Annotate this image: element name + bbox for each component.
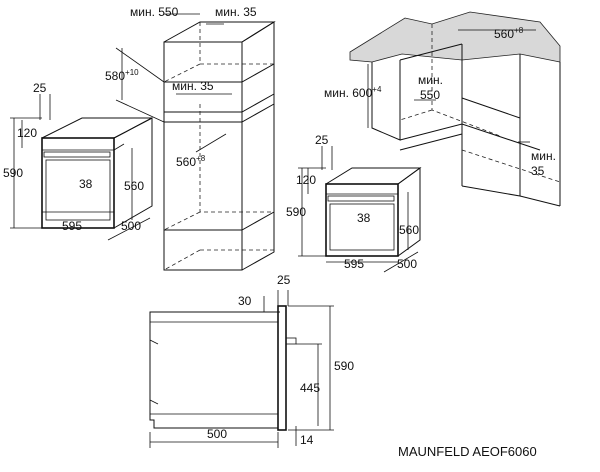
- side-view-dim-depth: 500: [207, 427, 227, 441]
- side-view-dim-top: 30: [238, 294, 252, 308]
- side-view-drawing: [149, 305, 297, 431]
- model-label: MAUNFELD AEOF6060: [398, 444, 537, 459]
- left-oven-dimensions: [10, 94, 151, 241]
- side-view-dim-bottom: 14: [300, 433, 314, 447]
- tall-cabinet-dim-niche-height: 580+10: [105, 68, 139, 83]
- counter-dim-niche-height: мин. 600+4: [324, 85, 382, 100]
- side-view-dim-front: 25: [277, 273, 291, 287]
- counter-cabinet-drawing: [349, 11, 561, 207]
- counter-dim-depth-line2: 550: [420, 88, 440, 102]
- left-oven-dim-height: 590: [3, 166, 23, 180]
- right-oven-drawing: [325, 167, 422, 257]
- right-oven-dim-inner-height: 560: [399, 223, 419, 237]
- left-oven-dim-handle: 38: [79, 177, 93, 191]
- counter-cabinet-dimensions: [367, 29, 536, 143]
- left-oven-dim-depth: 500: [121, 219, 141, 233]
- right-oven-dim-width: 595: [344, 257, 364, 271]
- right-oven-dim-handle: 38: [357, 211, 371, 225]
- right-oven-dim-depth: 500: [397, 257, 417, 271]
- left-oven-dim-top-offset: 25: [33, 81, 47, 95]
- left-oven-dim-width: 595: [62, 219, 82, 233]
- tall-cabinet-dim-gap-top: мин. 35: [215, 5, 257, 19]
- counter-dim-niche-width: 560+8: [494, 26, 524, 41]
- counter-dim-gap-line2: 35: [531, 164, 545, 178]
- side-view-dim-height: 590: [334, 359, 354, 373]
- left-oven-drawing: [41, 117, 153, 229]
- tall-cabinet-drawing: [163, 21, 276, 271]
- left-oven-dim-inner-height: 560: [124, 179, 144, 193]
- side-view-dimensions: [149, 290, 334, 448]
- right-oven-dim-top-offset: 25: [315, 133, 329, 147]
- counter-dim-depth-line1: мин.: [418, 73, 443, 87]
- right-oven-dim-panel: 120: [296, 173, 316, 187]
- tall-cabinet-dim-niche-depth: 560+8: [176, 154, 206, 169]
- right-oven-dimensions: [298, 146, 419, 273]
- side-view-dim-mid: 445: [300, 381, 320, 395]
- tall-cabinet-dim-width: мин. 550: [130, 5, 179, 19]
- right-oven-dim-height: 590: [286, 205, 306, 219]
- left-oven-dim-panel: 120: [17, 126, 37, 140]
- counter-dim-gap-line1: мин.: [531, 149, 556, 163]
- tall-cabinet-dim-gap-mid: мин. 35: [172, 79, 214, 93]
- tall-cabinet-dimensions: [115, 13, 232, 153]
